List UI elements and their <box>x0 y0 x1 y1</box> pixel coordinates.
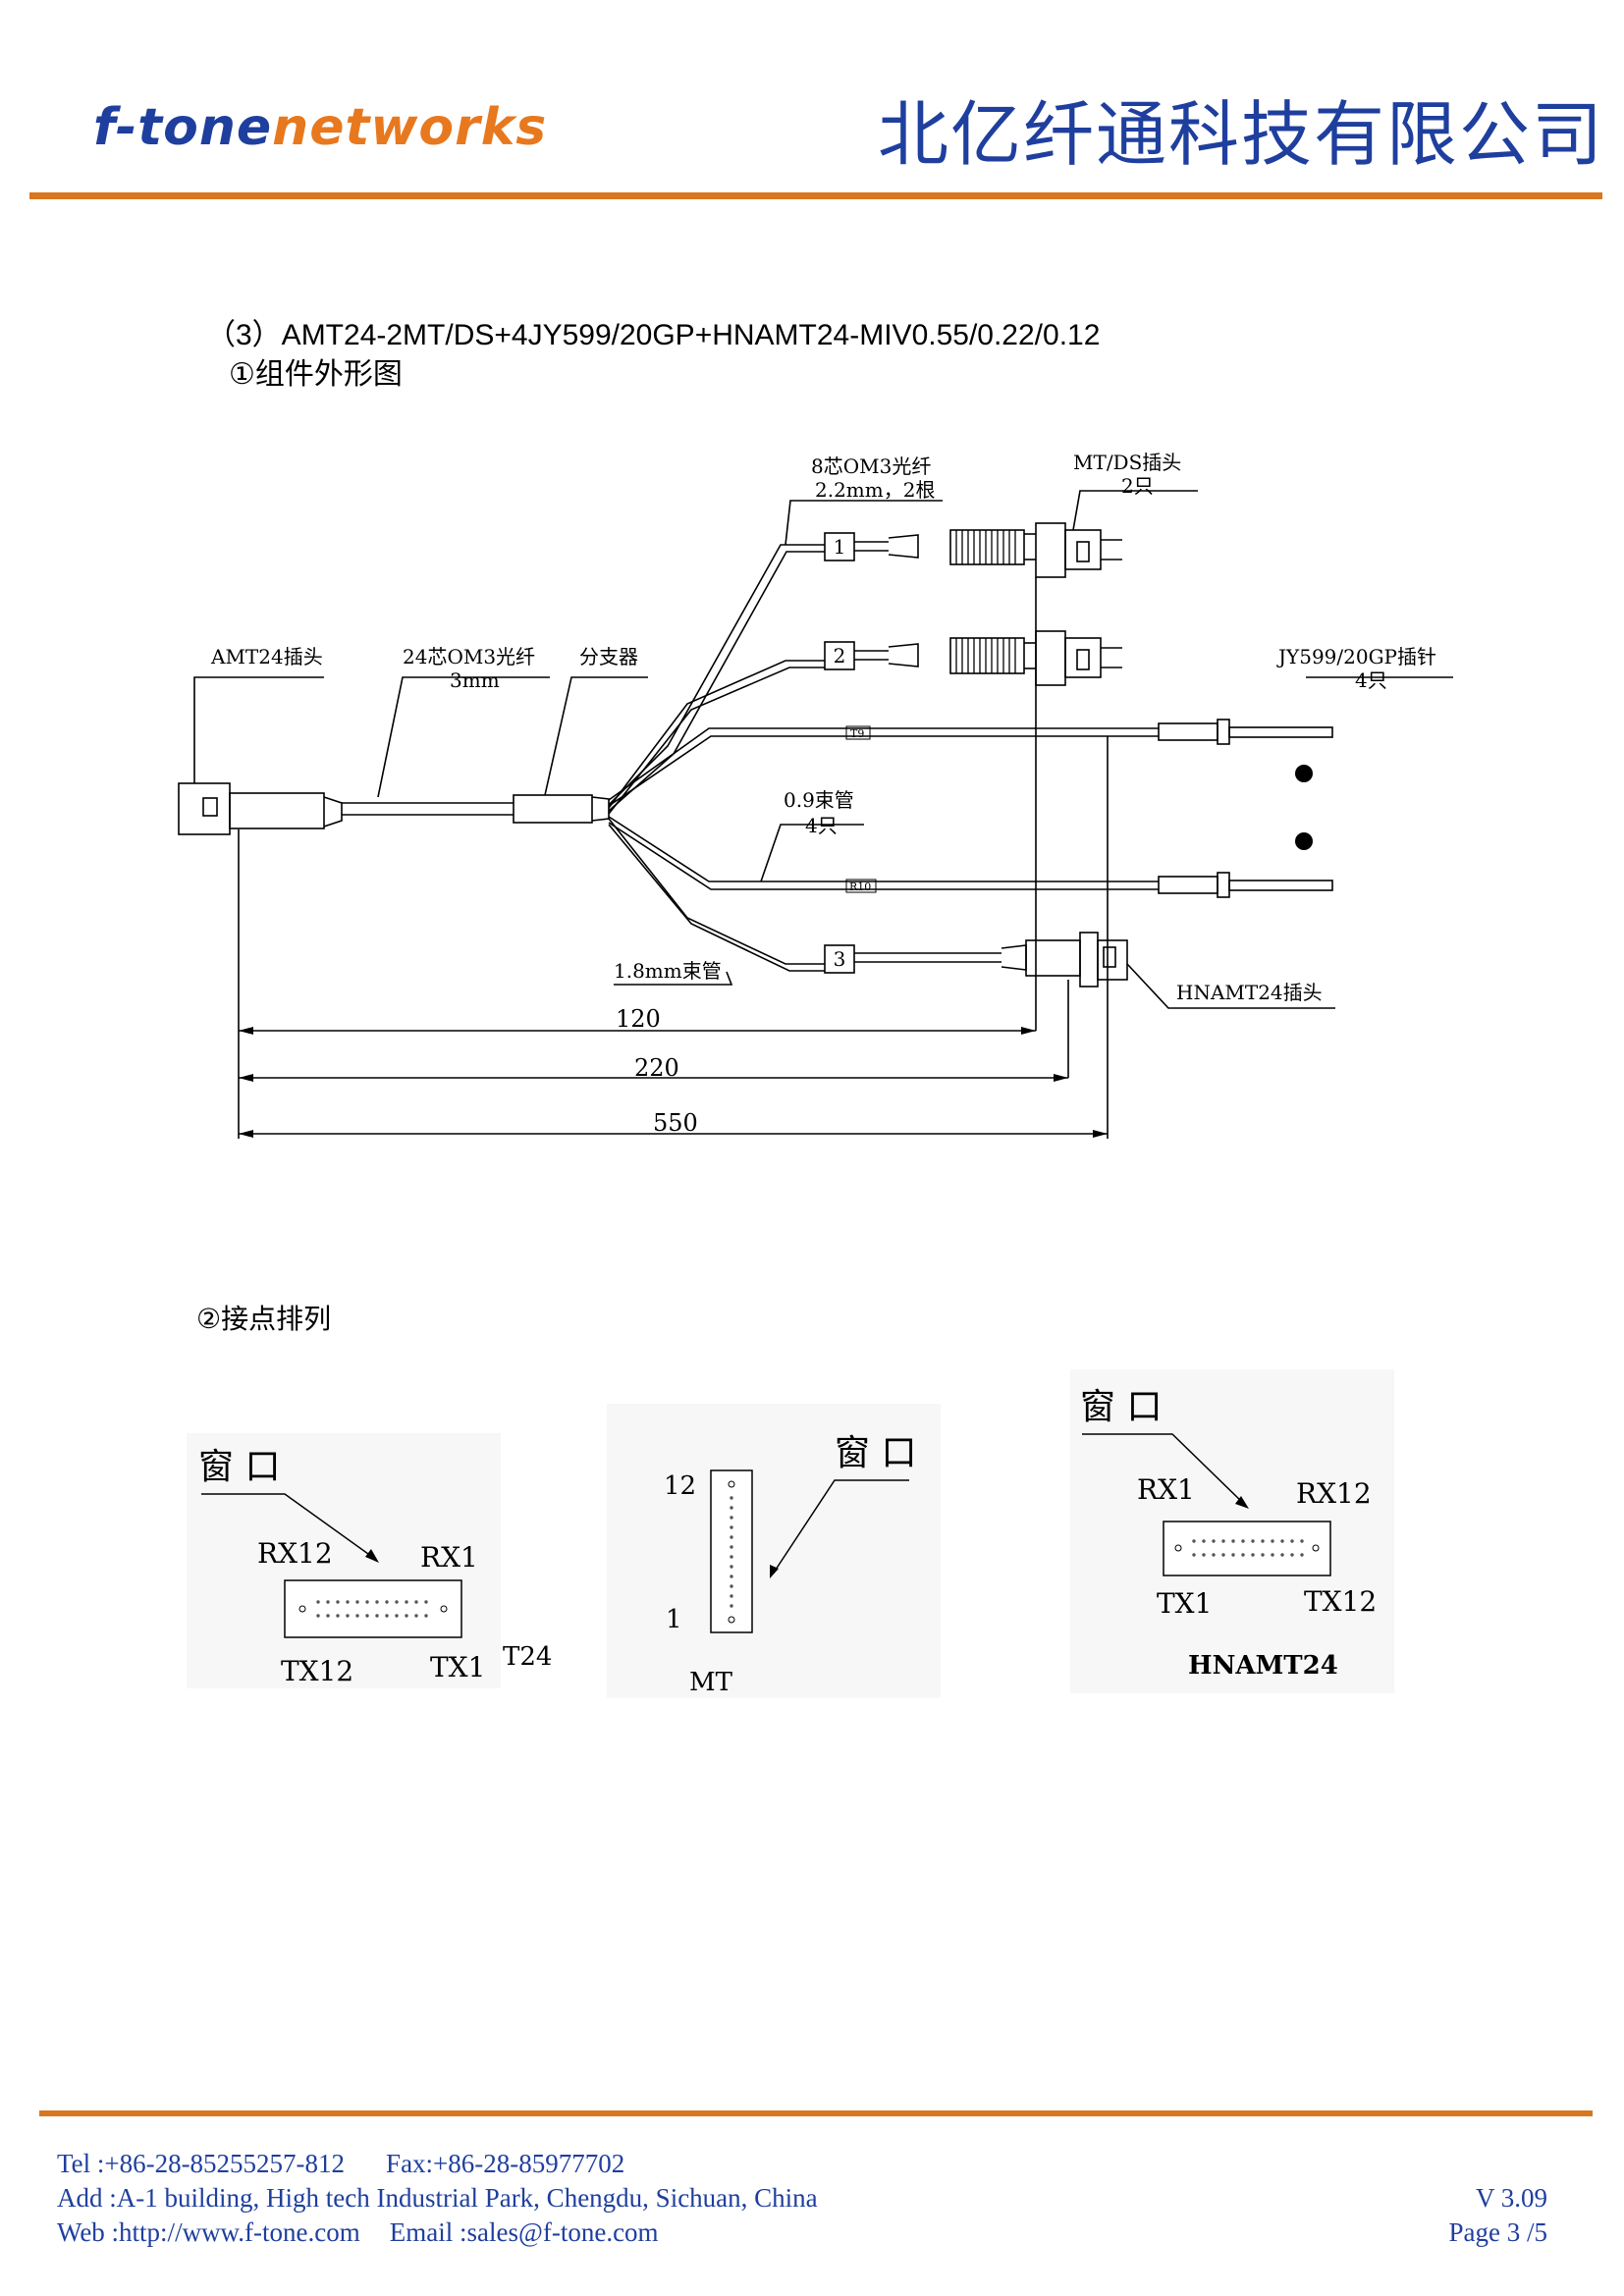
branch-label-3: 3 <box>834 947 846 971</box>
label-amt24: AMT24插头 <box>210 645 323 668</box>
label-rx1: RX1 <box>420 1541 478 1574</box>
label-fiber8-line1: 8芯OM3光纤 <box>811 454 931 478</box>
omission-dot <box>1295 832 1313 850</box>
footer-page: Page 3 /5 <box>1448 2217 1548 2247</box>
company-name: 北亿纤通科技有限公司 <box>877 93 1604 176</box>
logo-text-networks: networks <box>272 98 548 157</box>
label-tx1: TX1 <box>430 1651 485 1683</box>
assembly-outline-drawing: 8芯OM3光纤 2.2mm，2根 MT/DS插头 2只 AMT24插头 24芯O… <box>178 451 1453 1139</box>
footer-tel: Tel :+86-28-85255257-812 <box>57 2149 346 2178</box>
label-fiber8-line2: 2.2mm，2根 <box>815 478 935 502</box>
pinout-amt24: 窗 口 RX12 RX1 TX12 TX1 T24 <box>187 1433 552 1688</box>
pinout-subtitle: ②接点排列 <box>196 1303 332 1335</box>
pinout-mt: 窗 口 12 1 MT <box>607 1404 941 1698</box>
label-tx12: TX12 <box>1304 1585 1377 1618</box>
label-rx1: RX1 <box>1137 1473 1195 1506</box>
footer-version: V 3.09 <box>1475 2183 1547 2213</box>
label-fiber24-line2: 3mm <box>450 668 500 692</box>
label-mtds-line2: 2只 <box>1121 474 1154 498</box>
label-tube09-line2: 4只 <box>805 814 838 837</box>
header-divider <box>29 192 1602 199</box>
label-tube09-line1: 0.9束管 <box>784 788 854 812</box>
label-rx12: RX12 <box>257 1537 333 1570</box>
caption-mt: MT <box>689 1668 733 1697</box>
label-tx1: TX1 <box>1157 1587 1212 1620</box>
dimension-550: 550 <box>653 1109 698 1137</box>
logo-text-ftone: f-tone <box>93 98 273 157</box>
footer-divider <box>39 2110 1593 2116</box>
dimension-120: 120 <box>616 1005 661 1033</box>
window-label: 窗 口 <box>1080 1387 1162 1427</box>
branch-label-1: 1 <box>834 535 846 559</box>
branch-label-t9: T9 <box>850 727 864 740</box>
label-jy599-line2: 4只 <box>1355 668 1387 692</box>
dimension-220: 220 <box>634 1054 679 1082</box>
label-pin-1: 1 <box>666 1605 682 1634</box>
footer-address: Add :A-1 building, High tech Industrial … <box>57 2183 818 2213</box>
label-mtds-line1: MT/DS插头 <box>1073 451 1181 474</box>
label-splitter: 分支器 <box>579 645 638 668</box>
label-tube18: 1.8mm束管 <box>614 959 722 983</box>
window-label: 窗 口 <box>198 1447 280 1487</box>
pinout-hnamt24: 窗 口 RX1 RX12 TX1 TX12 HNAMT24 <box>1070 1369 1394 1693</box>
caption-amt24: T24 <box>503 1642 552 1672</box>
footer-contact: Tel :+86-28-85255257-812 Fax:+86-28-85977… <box>57 2147 818 2250</box>
footer-fax: Fax:+86-28-85977702 <box>386 2149 625 2178</box>
label-jy599-line1: JY599/20GP插针 <box>1276 645 1436 668</box>
branch-label-r10: R10 <box>849 881 871 893</box>
footer-web[interactable]: Web :http://www.f-tone.com <box>57 2217 360 2247</box>
label-tx12: TX12 <box>281 1655 353 1687</box>
caption-hnamt24: HNAMT24 <box>1188 1651 1338 1681</box>
window-label: 窗 口 <box>835 1433 916 1473</box>
footer-email[interactable]: Email :sales@f-tone.com <box>389 2217 659 2247</box>
outline-subtitle: ①组件外形图 <box>229 357 403 392</box>
footer-meta: V 3.09 Page 3 /5 <box>1449 2181 1548 2250</box>
branch-label-2: 2 <box>834 644 846 667</box>
omission-dot <box>1295 765 1313 782</box>
label-pin-12: 12 <box>664 1471 696 1501</box>
section-title: （3）AMT24-2MT/DS+4JY599/20GP+HNAMT24-MIV0… <box>206 319 1101 351</box>
label-fiber24-line1: 24芯OM3光纤 <box>403 645 535 668</box>
label-hnamt24: HNAMT24插头 <box>1176 981 1323 1004</box>
company-logo: f-tonenetworks <box>93 98 547 157</box>
label-rx12: RX12 <box>1296 1477 1372 1510</box>
